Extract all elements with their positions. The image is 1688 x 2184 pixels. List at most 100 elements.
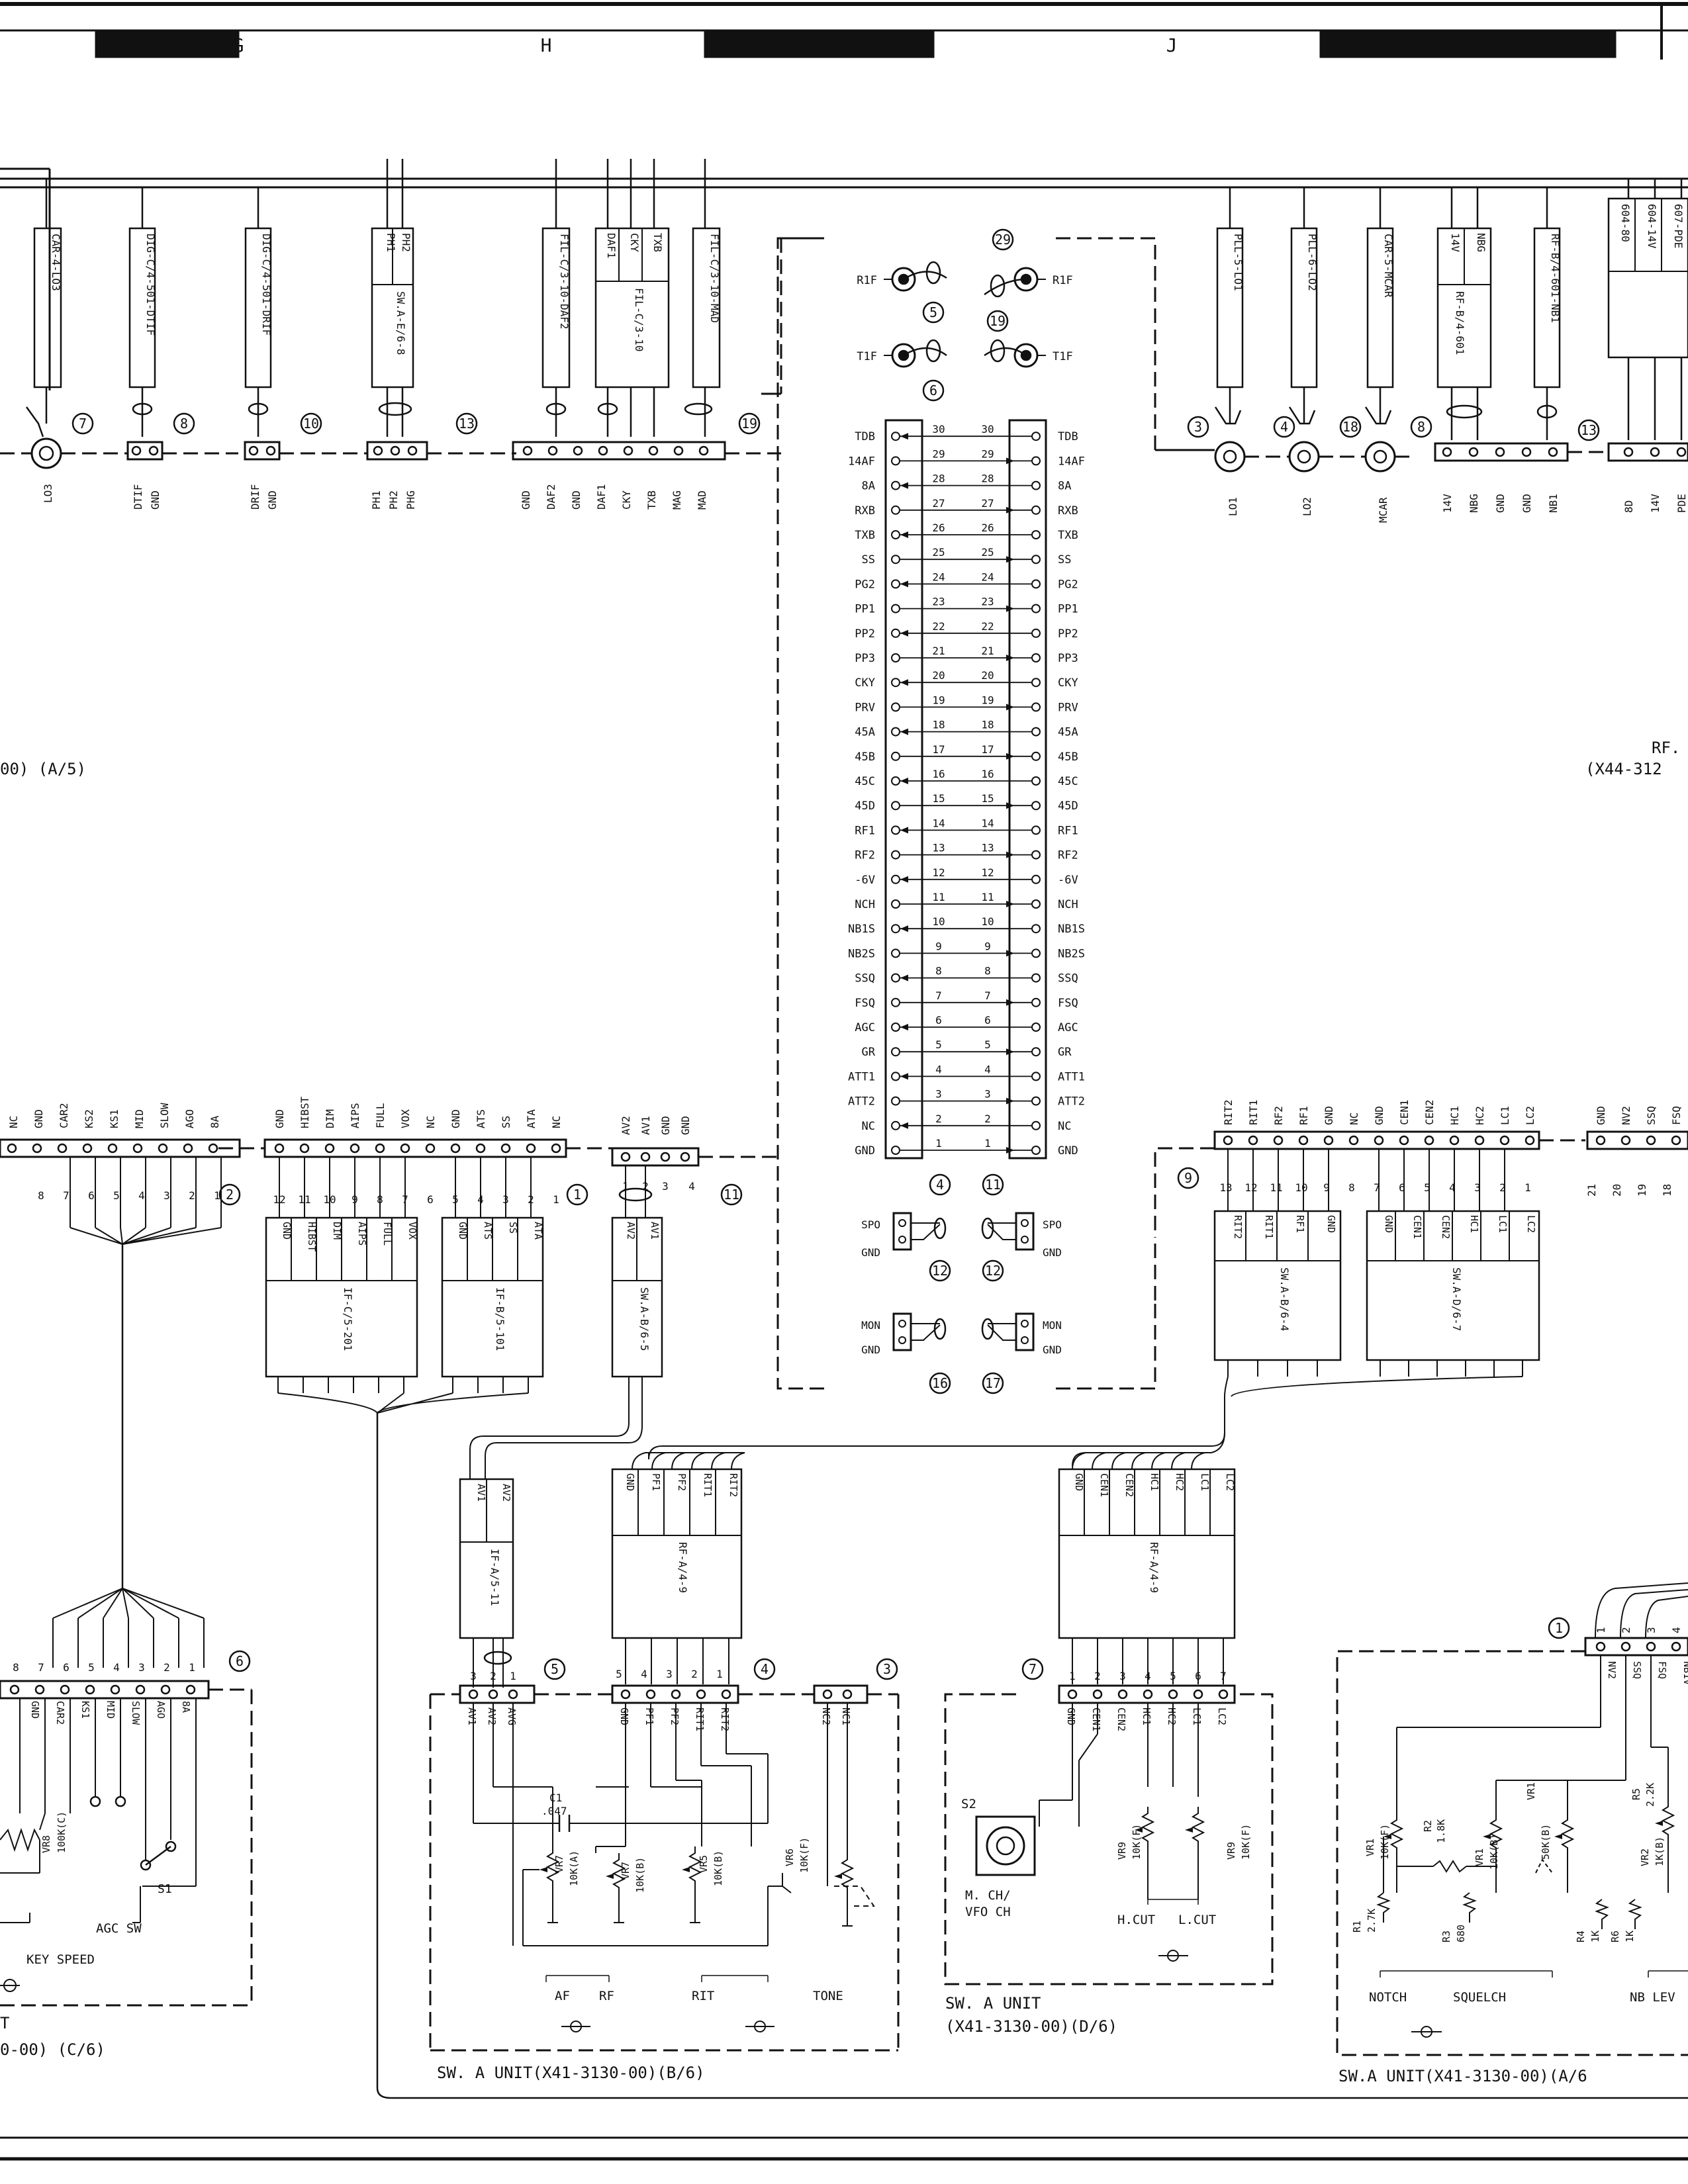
zone-label: K <box>1464 34 1476 56</box>
wire-label: 604-14V <box>1646 204 1658 249</box>
label: VR7 <box>553 1855 565 1873</box>
label: S1 <box>158 1882 172 1896</box>
pin-name: AV1 <box>466 1707 478 1725</box>
pin-name: NB1V <box>1681 1661 1688 1685</box>
port-label: R1F <box>1053 274 1073 287</box>
wire-label: RIT1 <box>1263 1215 1275 1239</box>
pin-name: HC2 <box>1474 1106 1486 1125</box>
pin-name: NB1S <box>1058 923 1085 936</box>
pin-name: AV2 <box>620 1116 632 1135</box>
pin-number: 9 <box>1323 1181 1330 1194</box>
label: 10K(B) <box>712 1850 724 1886</box>
pin-number: 8 <box>38 1189 44 1202</box>
cable-label: CAR-5-MCAR <box>1382 234 1395 298</box>
pin-name: NC <box>550 1116 563 1128</box>
unit-label: SW. A UNIT <box>945 1994 1041 2013</box>
label: 1K <box>1624 1931 1636 1942</box>
pin-number: 13 <box>932 842 945 854</box>
pin-number: 4 <box>113 1661 120 1674</box>
label: NB LEV <box>1630 1990 1675 2005</box>
pin-number: 5 <box>935 1038 942 1051</box>
pin-number: 3 <box>138 1661 145 1674</box>
pin-number: 5 <box>113 1189 120 1202</box>
pin-label: GND <box>149 490 162 510</box>
label: H.CUT <box>1117 1913 1155 1927</box>
pin-name: 45C <box>855 775 875 788</box>
connector-number: 19 <box>741 416 757 432</box>
pin-number: 4 <box>138 1189 145 1202</box>
pin-number: 25 <box>932 546 945 559</box>
wire-label: PH2 <box>400 233 412 252</box>
wire-label: PF1 <box>650 1473 662 1491</box>
label: T <box>0 2014 9 2032</box>
pin-number: 15 <box>932 792 945 805</box>
pin-name: KS2 <box>83 1109 95 1128</box>
pin-name: ATS <box>475 1109 487 1128</box>
pin-name: CKY <box>1058 676 1078 690</box>
label: AGC SW <box>96 1921 142 1936</box>
pin-name: SSQ <box>1631 1661 1643 1679</box>
connector-number: 13 <box>459 416 475 432</box>
connector-number: 8 <box>180 416 188 432</box>
pin-name: GND <box>1323 1106 1335 1125</box>
pin-name: CAR2 <box>54 1701 66 1725</box>
cable-label: FIL-C/3-10-MAD <box>708 234 721 323</box>
pin-name: TXB <box>1058 529 1078 542</box>
pin-name: PG2 <box>1058 578 1078 591</box>
pin-name: NC1 <box>840 1707 852 1725</box>
pin-label: PHG <box>404 490 417 510</box>
label: VR6 <box>784 1848 796 1866</box>
pin-name: GND <box>1058 1144 1078 1158</box>
wire-label: LC2 <box>1224 1473 1236 1491</box>
top-right-connectors: PLL-5-LO13LO1PLL-6-LO24LO2CAR-5-MCAR18MC… <box>1155 179 1688 523</box>
connector-number: 1 <box>1555 1620 1563 1636</box>
pin-name: AV2 <box>486 1707 498 1725</box>
pin-number: 1 <box>553 1193 559 1206</box>
pin-name: LC2 <box>1524 1106 1536 1125</box>
pin-name: 45D <box>855 799 875 813</box>
zone-label: G <box>233 34 244 56</box>
unit-label: 00) (A/5) <box>0 760 86 778</box>
pin-number: 17 <box>1686 1184 1688 1197</box>
label: 5 <box>1170 1670 1176 1682</box>
label: VR1 <box>1525 1782 1537 1800</box>
pin-name: NCH <box>1058 898 1078 911</box>
pin-name: TDB <box>855 430 875 443</box>
label: 6 <box>1195 1670 1201 1682</box>
pin-label: DTIF <box>132 484 144 510</box>
pin-name: AIPS <box>349 1103 361 1128</box>
wire-label: VOX <box>406 1222 418 1240</box>
pin-name: 45A <box>855 726 875 739</box>
cable-label: RF-B/4-601-NB1 <box>1549 234 1562 323</box>
wire-label: AIPS <box>356 1222 368 1246</box>
pin-number: 6 <box>88 1189 95 1202</box>
pin-number: 12 <box>1244 1181 1257 1194</box>
cable-label: IF-A/5-11 <box>489 1549 501 1606</box>
label: SPO <box>1043 1218 1062 1231</box>
pin-label: NBG <box>1468 494 1480 513</box>
pin-number: 26 <box>932 522 945 534</box>
pin-name: LC2 <box>1216 1707 1228 1725</box>
pin-number: 11 <box>1270 1181 1282 1194</box>
pin-name: HC2 <box>1166 1707 1178 1725</box>
pin-name: NB1S <box>848 923 875 936</box>
pin-number: 8 <box>1348 1181 1355 1194</box>
zone-label: J <box>1166 34 1178 56</box>
pin-number: 21 <box>932 645 945 657</box>
label: KEY SPEED <box>26 1952 95 1967</box>
connector-number: 5 <box>929 304 937 320</box>
pin-number: 21 <box>981 645 994 657</box>
connector-number: 12 <box>932 1263 948 1279</box>
connector-number: 10 <box>303 416 319 432</box>
wire-label: PF2 <box>676 1473 688 1491</box>
pin-number: 20 <box>1611 1184 1623 1197</box>
pin-name: NC2 <box>820 1707 832 1725</box>
label: GND <box>1043 1343 1062 1356</box>
pin-name: RIT1 <box>694 1707 706 1731</box>
